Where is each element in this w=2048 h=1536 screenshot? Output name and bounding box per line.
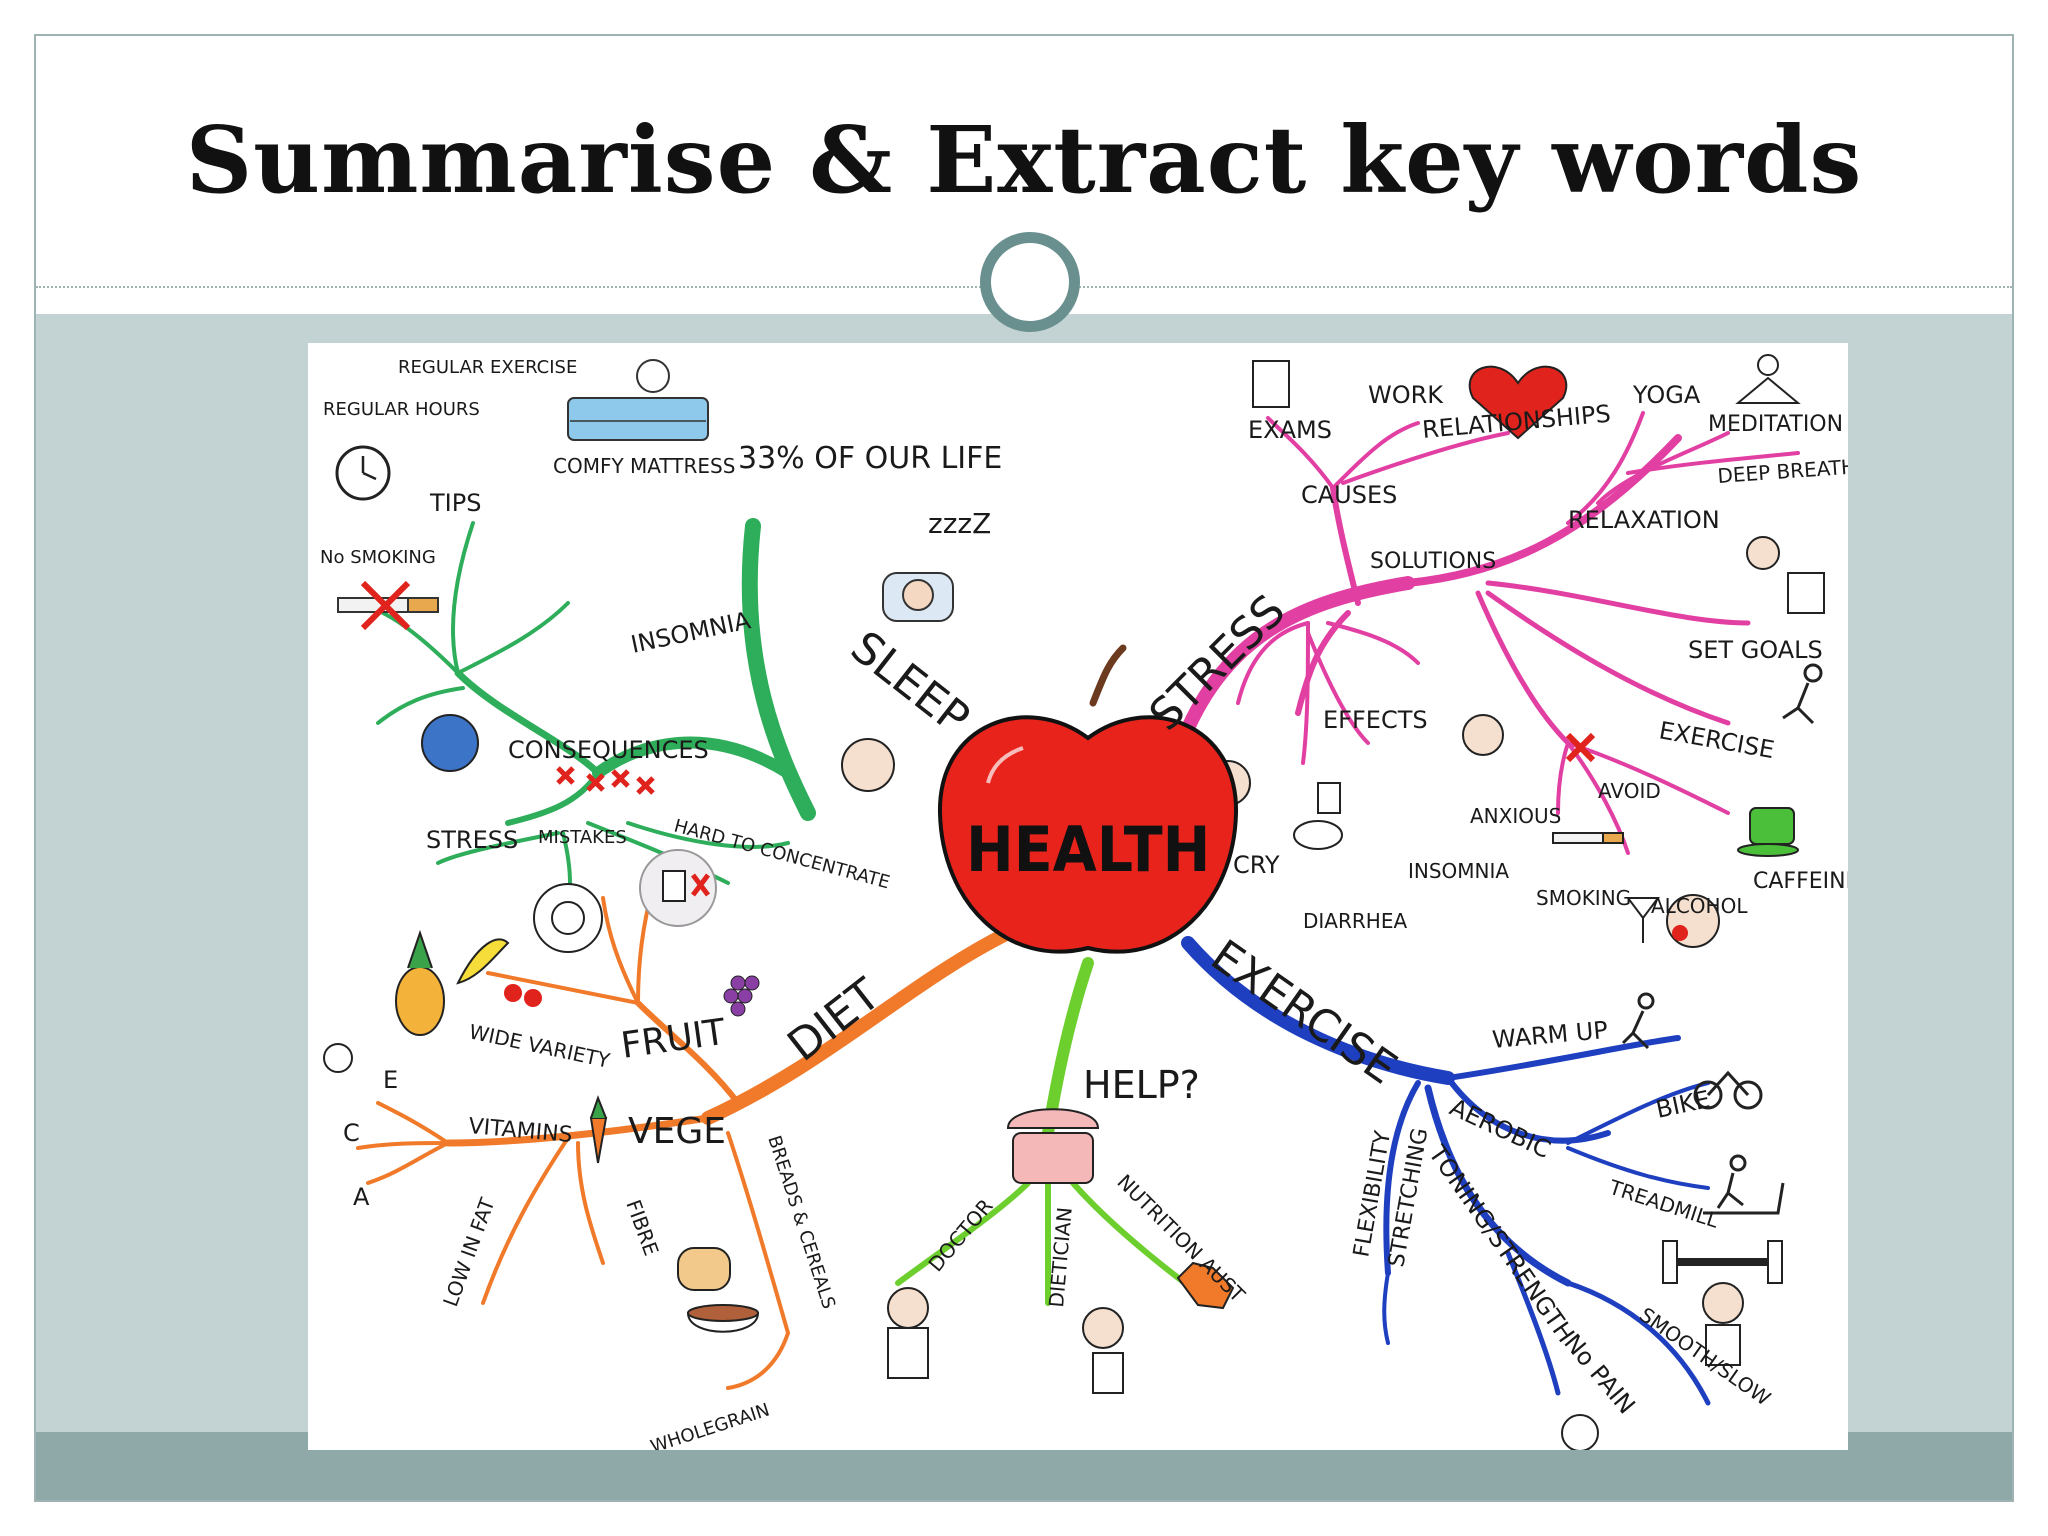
effects-label: EFFECTS: [1323, 706, 1428, 734]
aerobic-label: AEROBIC: [1445, 1093, 1554, 1164]
fibre-label: FIBRE: [621, 1197, 663, 1259]
bike-label: BIKE: [1653, 1085, 1712, 1124]
relaxation-label: RELAXATION: [1568, 506, 1720, 534]
meditation-figure-icon: [1735, 354, 1801, 404]
warm-up-label: WARM UP: [1491, 1016, 1609, 1054]
bread-icon: [677, 1247, 731, 1291]
stress-insomnia-label: INSOMNIA: [1408, 859, 1509, 883]
anxious-label: ANXIOUS: [1470, 804, 1561, 828]
cheering-person-icon: [1746, 536, 1825, 614]
telephone-icon: [1006, 1108, 1100, 1184]
help-branch-label: HELP?: [1083, 1063, 1200, 1107]
drunk-face-icon: [1666, 894, 1720, 948]
coffee-cup-icon: [1737, 807, 1799, 857]
slide-title: Summarise & Extract key words: [185, 106, 1863, 214]
wholegrain-label: WHOLEGRAIN: [648, 1400, 772, 1450]
solutions-label: SOLUTIONS: [1370, 549, 1496, 574]
exam-paper-icon: [1252, 360, 1290, 408]
zzz-label: zzzZ: [928, 507, 991, 540]
no-juice-icon: [639, 849, 717, 927]
no-pain-label: No PAIN: [1558, 1329, 1640, 1420]
carrot-icon: [589, 1095, 608, 1164]
slide: Summarise & Extract key words: [34, 34, 2014, 1502]
tips-label: TIPS: [429, 489, 481, 517]
mattress-icon: [567, 359, 709, 441]
sleep-branch-label: SLEEP: [841, 621, 978, 744]
vitamin-e-label: E: [383, 1066, 398, 1094]
mistakes-crosses-icon: [556, 766, 655, 795]
tired-face-icon: [841, 738, 895, 792]
cherries-icon: [504, 984, 542, 1007]
alcohol-label: ALCOHOL: [1651, 894, 1748, 918]
caffeine-label: CAFFEINE: [1753, 869, 1848, 894]
vege-label: VEGE: [628, 1111, 726, 1152]
comfy-mattress-label: COMFY MATTRESS: [553, 454, 735, 478]
insomnia-label: INSOMNIA: [628, 606, 753, 659]
weightlifter-icon: [1662, 1240, 1783, 1366]
dietician-icon: [1082, 1307, 1124, 1394]
warm-up-figure-icon: [1621, 992, 1655, 1050]
divider-ring-icon: [980, 232, 1080, 332]
toning-strength-label: TONING/STRENGTH: [1423, 1140, 1580, 1348]
exercise-branch-label: EXERCISE: [1202, 930, 1406, 1094]
smoking-label: SMOKING: [1536, 886, 1631, 910]
vitamin-a-label: A: [353, 1183, 370, 1211]
stress-branch-label: STRESS: [1140, 585, 1296, 741]
cigarette-icon: [1552, 832, 1624, 844]
regular-hours-label: REGULAR HOURS: [323, 399, 480, 420]
stressed-face-icon: [421, 714, 479, 772]
sleep-branch-lines: [376, 518, 816, 885]
avoid-cross-icon: [1565, 732, 1596, 763]
australia-map-icon: [1176, 1261, 1235, 1310]
banana-icon: [456, 938, 510, 985]
running-person-icon: [1782, 663, 1823, 725]
martini-glass-icon: [1626, 897, 1660, 943]
cry-label: CRY: [1233, 851, 1280, 879]
clock-icon: [335, 445, 391, 501]
stress-branch-lines: [1161, 411, 1800, 855]
treadmill-label: TREADMILL: [1606, 1175, 1723, 1233]
sleep-fact-label: 33% OF OUR LIFE: [738, 441, 1002, 476]
health-apple-icon: [937, 644, 1239, 954]
exercise-branch-lines: [1181, 936, 1711, 1406]
yoga-label: YOGA: [1632, 381, 1701, 409]
sleep-stress-label: STRESS: [426, 826, 518, 854]
exams-label: EXAMS: [1248, 416, 1332, 444]
bike-icon: [1693, 1070, 1763, 1110]
consequences-label: CONSEQUENCES: [508, 736, 709, 764]
diet-branch-label: DIET: [778, 969, 890, 1072]
smiley-icon: [1561, 1414, 1599, 1450]
avoid-label: AVOID: [1598, 779, 1661, 803]
no-smoking-label: No SMOKING: [320, 547, 436, 568]
wide-variety-label: WIDE VARIETY: [467, 1019, 613, 1072]
regular-exercise-label: REGULAR EXERCISE: [398, 357, 577, 378]
diarrhea-label: DIARRHEA: [1303, 909, 1407, 933]
apple-sun-icon: [533, 883, 603, 953]
vitamin-c-label: C: [343, 1119, 360, 1147]
grapes-icon: [723, 975, 760, 1017]
set-goals-label: SET GOALS: [1688, 636, 1823, 664]
moon-sleeper-icon: [882, 572, 954, 622]
stress-exercise-label: EXERCISE: [1657, 716, 1777, 764]
treadmill-icon: [1703, 1154, 1785, 1215]
meditation-label: MEDITATION: [1708, 412, 1843, 437]
work-label: WORK: [1368, 381, 1444, 409]
anxious-face-icon: [1462, 714, 1504, 756]
causes-label: CAUSES: [1301, 481, 1397, 509]
doctor-label: DOCTOR: [923, 1194, 997, 1276]
diet-branch-lines: [356, 886, 1015, 1390]
health-mind-map: HEALTH SLEEP 33% OF OUR LIFE zzzZ TIPS R…: [308, 343, 1848, 1450]
low-in-fat-label: LOW IN FAT: [438, 1194, 500, 1310]
no-smoking-icon: [337, 580, 439, 631]
doctor-icon: [887, 1287, 929, 1379]
center-label: HEALTH: [966, 815, 1210, 887]
pineapple-icon: [395, 929, 445, 1036]
mistakes-label: MISTAKES: [538, 827, 627, 848]
toilet-icon: [1293, 782, 1343, 850]
fruit-label: FRUIT: [619, 1012, 729, 1067]
broken-heart-icon: [1468, 365, 1568, 440]
orange-icon: [323, 1043, 353, 1073]
cereal-bowl-icon: [686, 1304, 760, 1333]
